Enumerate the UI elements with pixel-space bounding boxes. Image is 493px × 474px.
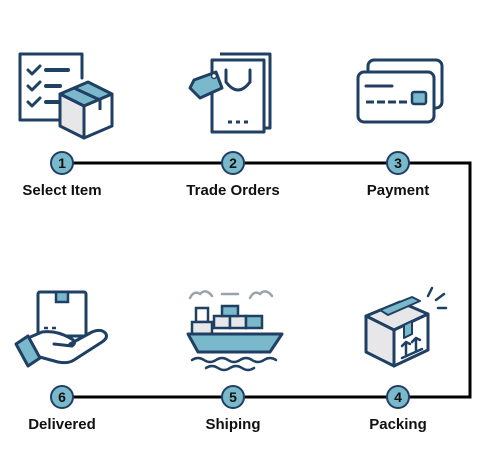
packed-box-icon (364, 286, 448, 368)
checklist-box-icon (18, 52, 114, 140)
flow-connector-line (62, 161, 472, 399)
step-number-4: 4 (394, 389, 402, 405)
hand-box-icon (14, 290, 108, 368)
step-marker-6: 6 (50, 385, 74, 409)
step-label-trade-orders: Trade Orders (186, 182, 280, 199)
step-number-1: 1 (58, 155, 66, 171)
step-number-3: 3 (394, 155, 402, 171)
step-label-select-item: Select Item (22, 182, 102, 199)
cargo-ship-icon (186, 290, 284, 372)
shopping-bag-tag-icon (188, 52, 272, 134)
step-label-shiping: Shiping (205, 416, 261, 433)
step-label-payment: Payment (366, 182, 430, 199)
credit-cards-icon (356, 58, 444, 124)
step-marker-4: 4 (386, 385, 410, 409)
step-number-6: 6 (58, 389, 66, 405)
step-number-5: 5 (229, 389, 237, 405)
step-marker-2: 2 (221, 151, 245, 175)
step-label-packing: Packing (369, 416, 427, 433)
step-marker-5: 5 (221, 385, 245, 409)
step-number-2: 2 (229, 155, 237, 171)
step-label-delivered: Delivered (28, 416, 96, 433)
step-marker-3: 3 (386, 151, 410, 175)
step-marker-1: 1 (50, 151, 74, 175)
